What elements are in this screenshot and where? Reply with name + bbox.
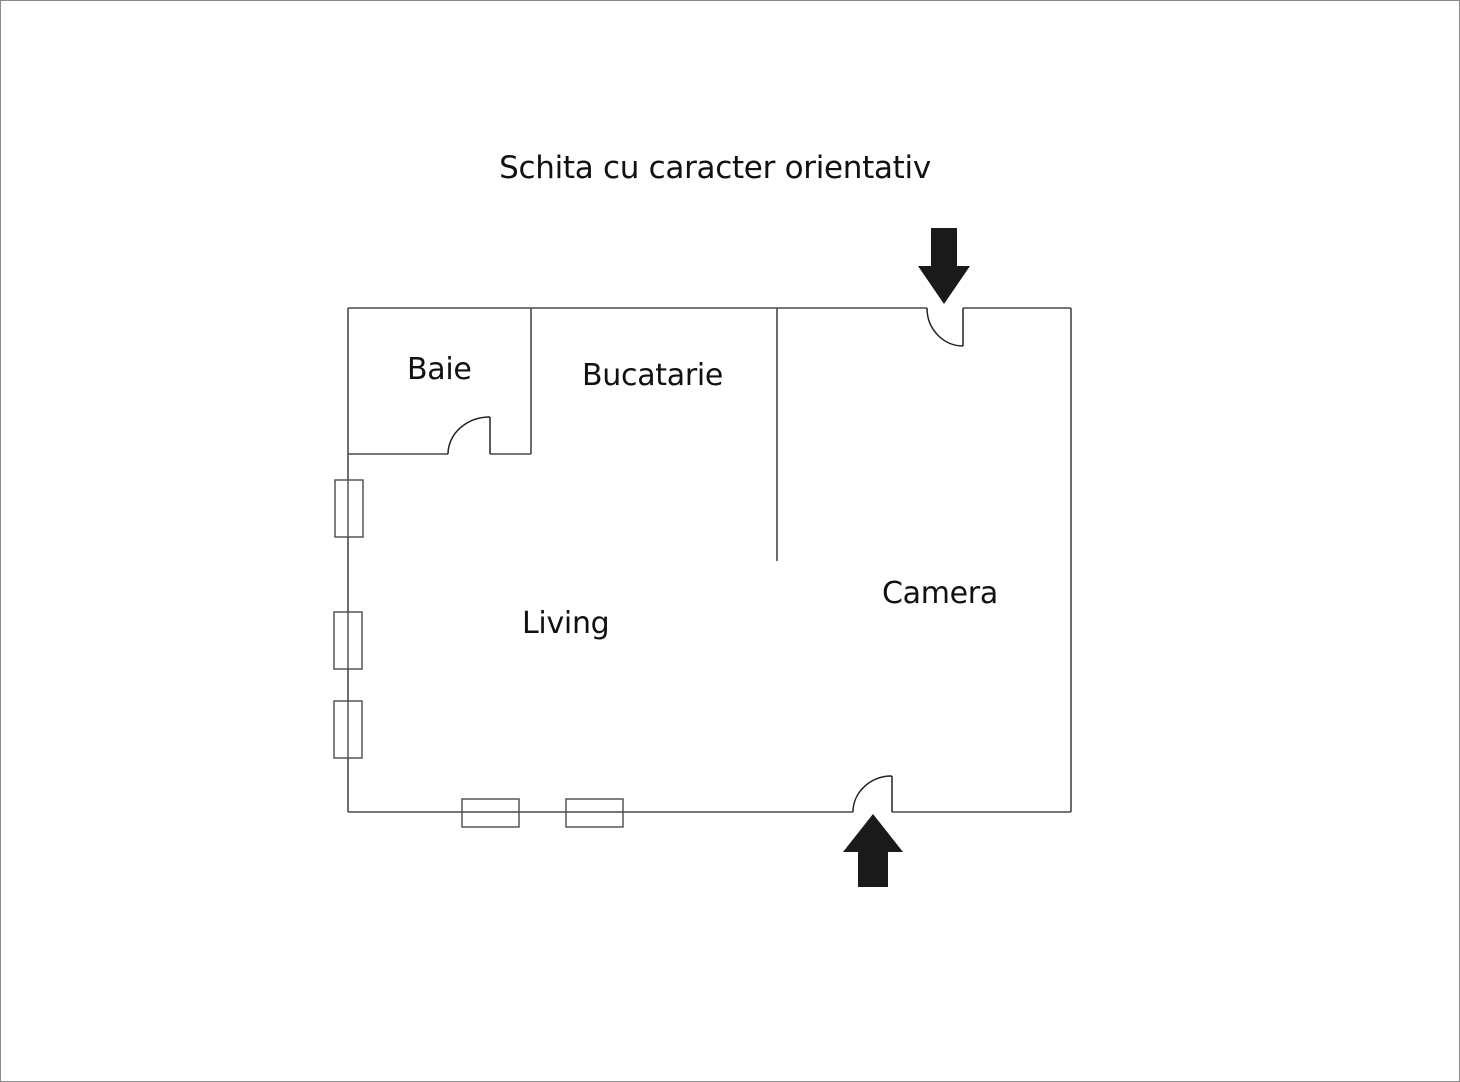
- window: [565, 798, 624, 828]
- window: [461, 798, 520, 828]
- bathroom-walls: [348, 308, 532, 455]
- room-label-living: Living: [522, 606, 610, 641]
- room-label-bucatarie: Bucatarie: [582, 358, 724, 393]
- plan-title: Schita cu caracter orientativ: [499, 150, 931, 186]
- room-label-baie: Baie: [407, 352, 472, 387]
- door-bathroom: [447, 416, 491, 455]
- door-top-entrance: [926, 307, 964, 347]
- arrow-up-icon: [843, 814, 903, 887]
- windows-bottom-wall: [461, 798, 624, 828]
- arrow-down-icon: [918, 228, 970, 304]
- room-label-camera: Camera: [882, 576, 998, 611]
- window: [334, 479, 364, 538]
- windows-left-wall: [333, 479, 364, 759]
- door-bottom-entrance: [852, 775, 893, 813]
